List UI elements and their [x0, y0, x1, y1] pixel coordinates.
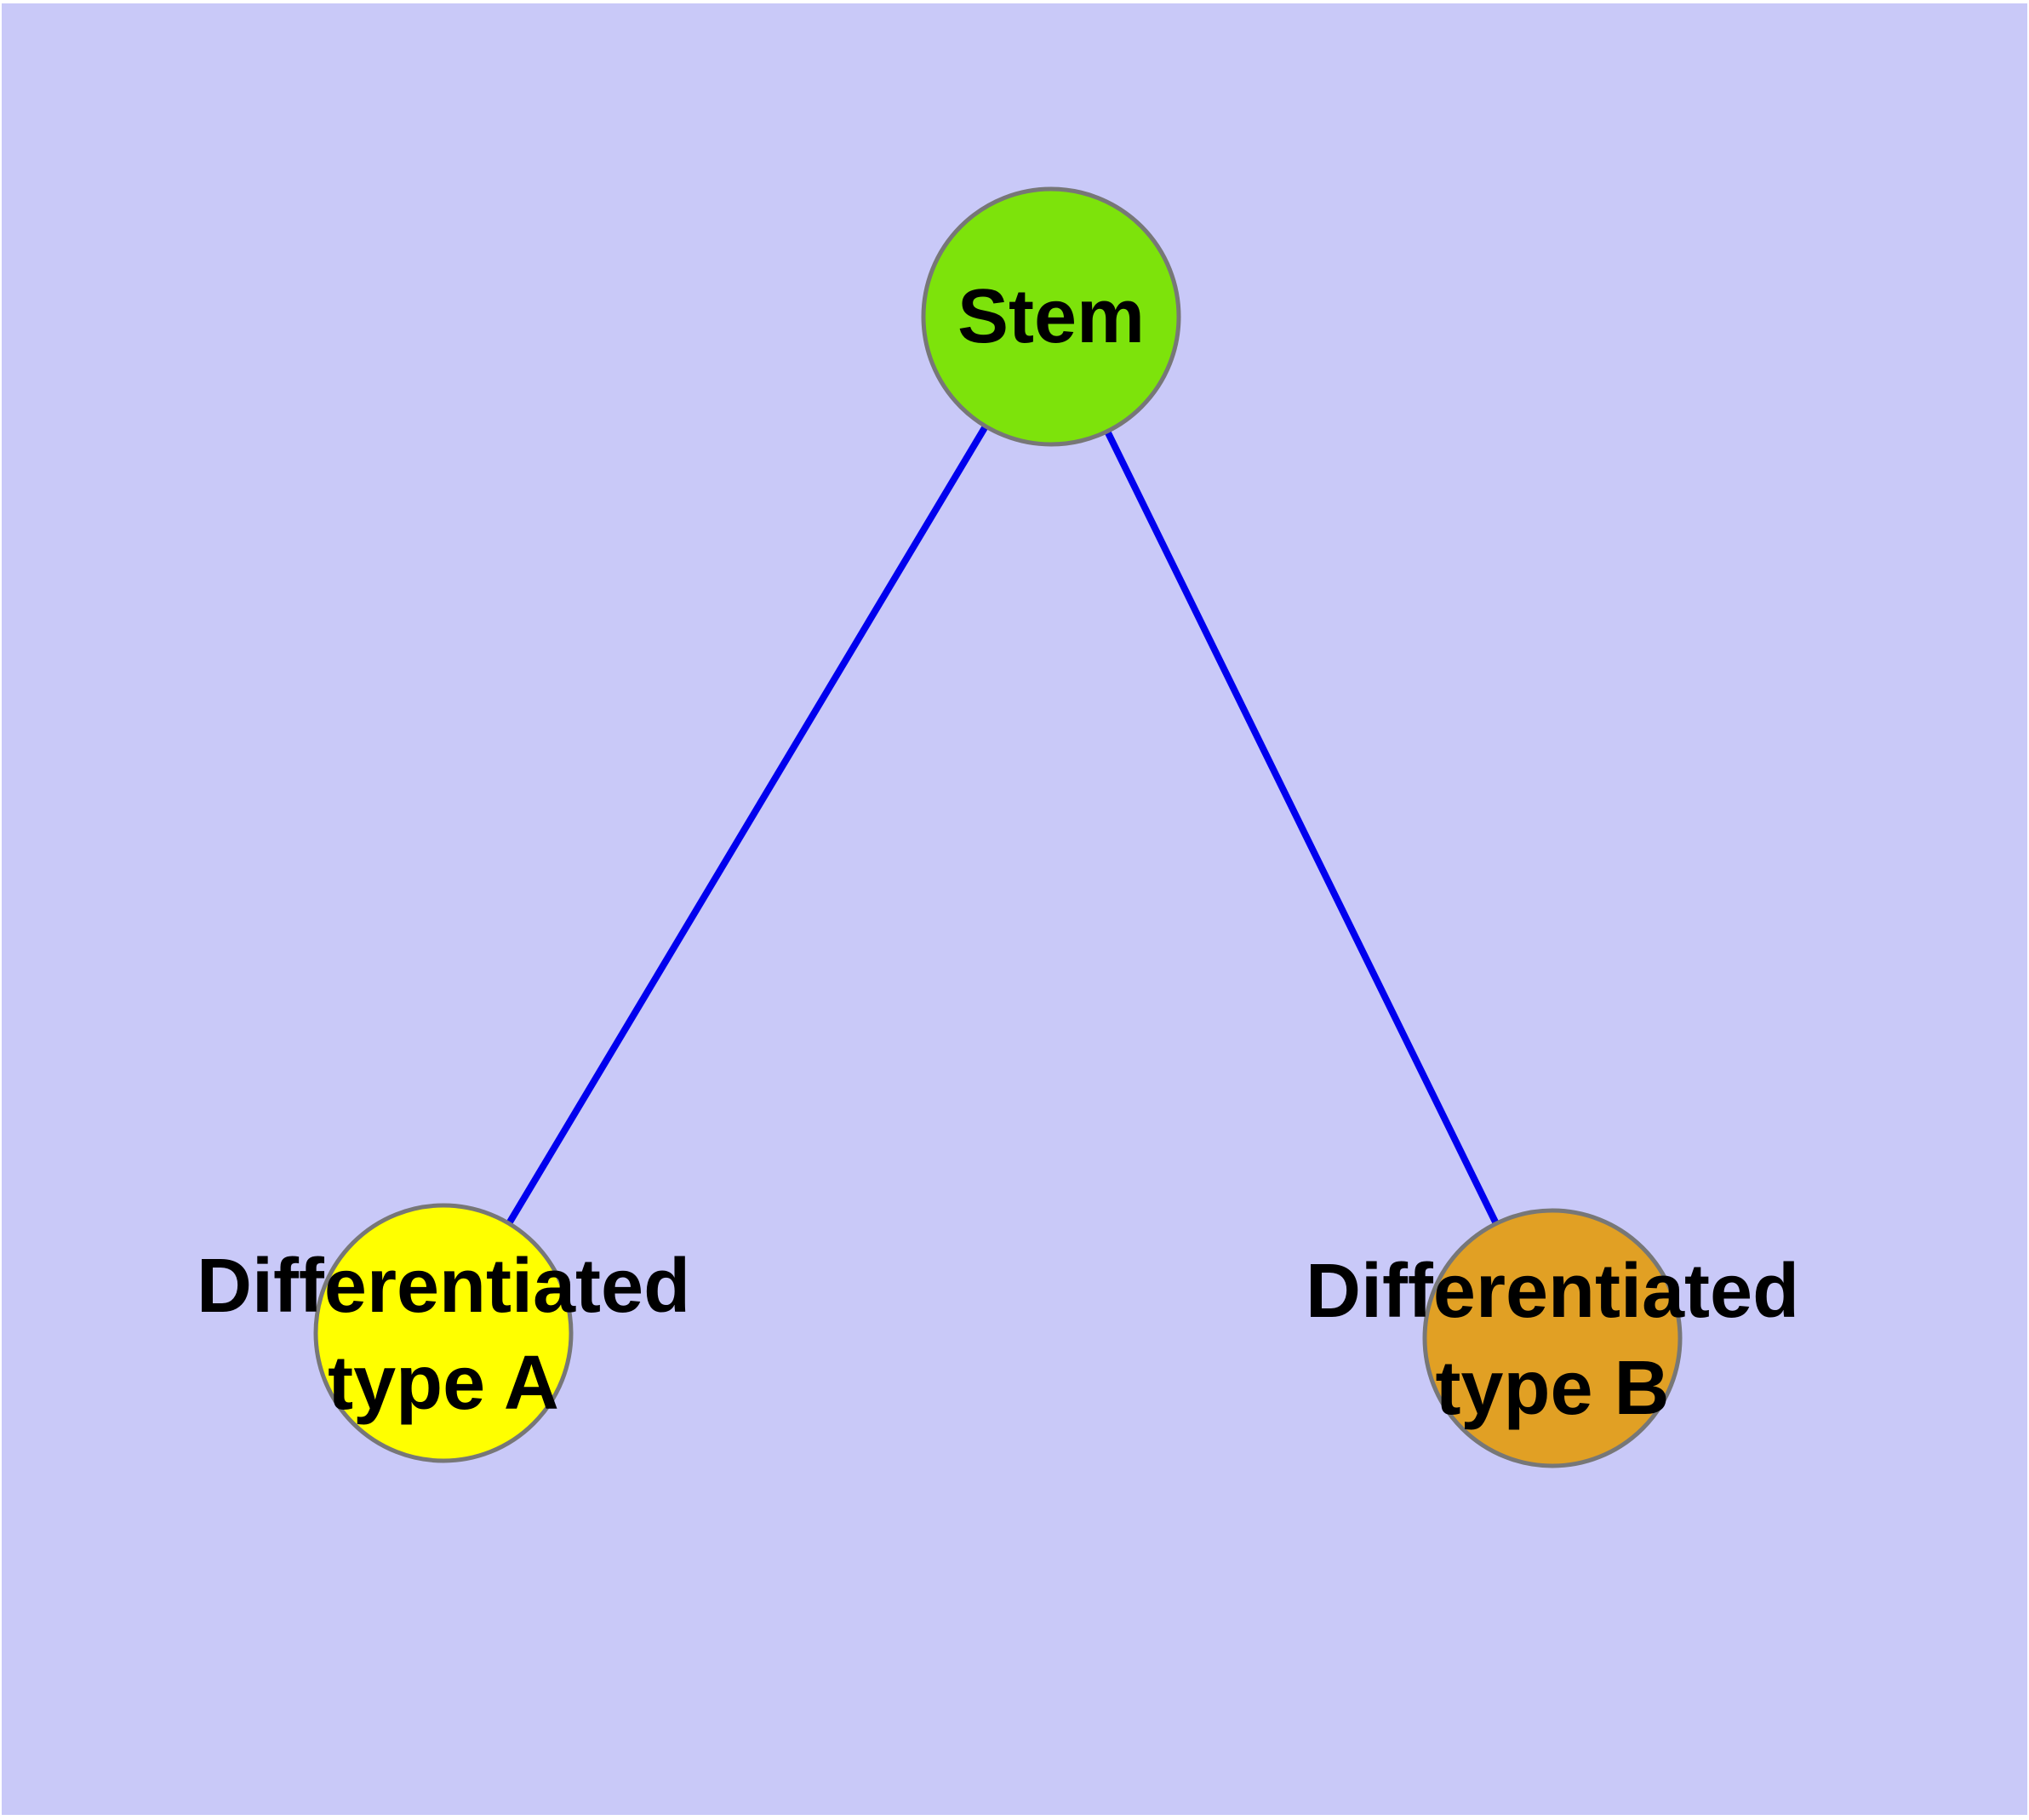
node-type-a-label-line2: type A — [328, 1341, 559, 1426]
edge-stem-to-type-a — [440, 314, 1055, 1336]
node-type-b-label-line2: type B — [1435, 1346, 1670, 1431]
node-type-a-label: Differentiated type A — [197, 1238, 690, 1432]
node-stem-label: Stem — [957, 268, 1145, 365]
node-stem-circle — [921, 186, 1181, 447]
node-stem-label-text: Stem — [957, 274, 1146, 359]
node-type-b-label-line1: Differentiated — [1305, 1249, 1800, 1334]
node-type-a-label-line1: Differentiated — [196, 1244, 691, 1329]
edge-stem-to-type-b — [1048, 315, 1556, 1340]
node-type-b-circle — [1422, 1208, 1683, 1468]
node-type-b-label: Differentiated type B — [1306, 1243, 1799, 1437]
graph-canvas: Stem Differentiated type A Differentiate… — [2, 3, 2027, 1815]
node-type-a-circle — [313, 1203, 574, 1463]
graph-svg — [313, 186, 1683, 1468]
